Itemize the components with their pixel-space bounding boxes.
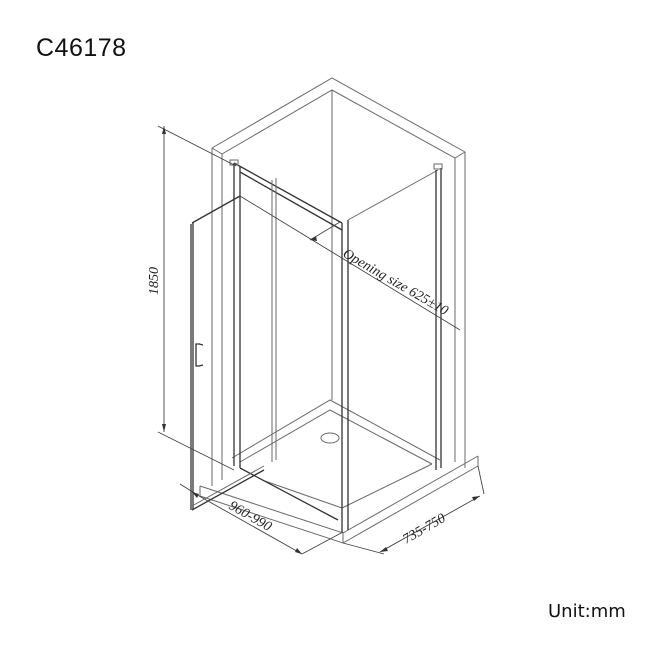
- unit-label: Unit:mm: [548, 601, 626, 622]
- drain-icon: [320, 432, 340, 444]
- shower-tray: [199, 399, 479, 544]
- depth-label: 735-750: [401, 511, 449, 547]
- depth-dimension: 735-750: [342, 465, 485, 555]
- wall-outline: [211, 77, 466, 486]
- opening-size-label: Opening size 625±10: [340, 246, 450, 318]
- side-panel: [347, 163, 443, 470]
- door-handle-icon: [195, 343, 204, 367]
- width-dimension: 960-990: [179, 483, 344, 555]
- front-frame: [229, 159, 349, 532]
- opening-dimension: Opening size 625±10: [239, 195, 461, 331]
- height-dimension: 1850: [147, 125, 237, 471]
- open-door: [190, 195, 265, 511]
- height-label: 1850: [147, 267, 162, 295]
- width-label: 960-990: [226, 498, 274, 534]
- model-number: C46178: [36, 34, 127, 62]
